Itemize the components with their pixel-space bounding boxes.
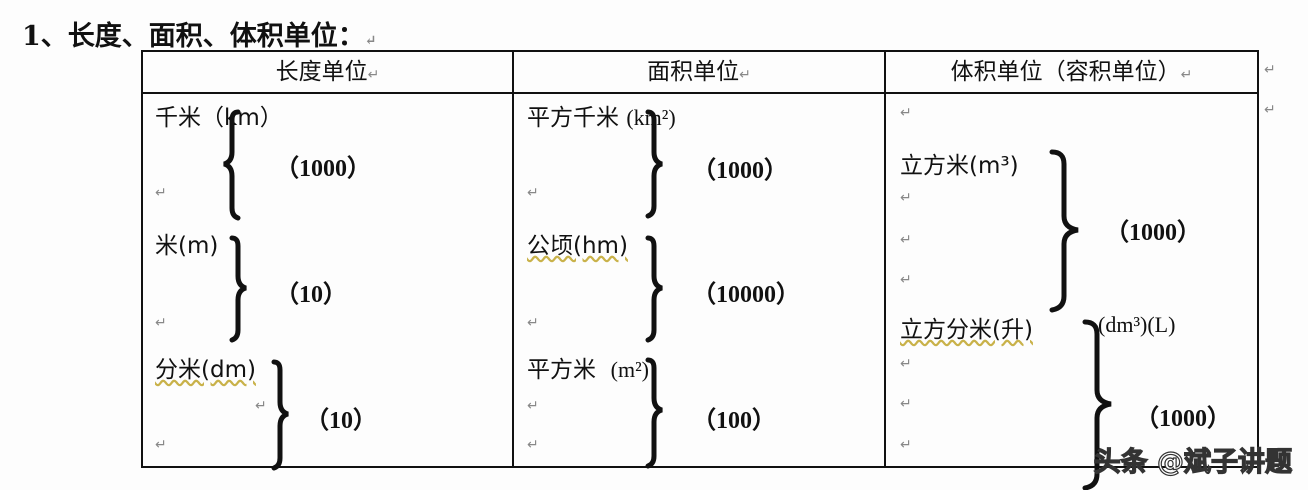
table-border-left [141, 50, 143, 468]
return-mark: ↵ [900, 190, 912, 206]
ratio-dm3: （1000） [1135, 406, 1231, 432]
brace-icon [1082, 319, 1112, 490]
unit-dm3: 立方分米(升) [900, 317, 1033, 343]
brace-icon [645, 235, 663, 343]
unit-km: 千米（km） [155, 105, 283, 131]
table-border-top [141, 50, 1259, 52]
return-mark: ↵ [900, 437, 912, 453]
table-header-divider [141, 92, 1259, 94]
table-border-bottom [141, 466, 1259, 468]
brace-icon [645, 109, 663, 219]
ratio-km2-hm: （1000） [692, 158, 788, 184]
return-mark: ↵ [255, 398, 267, 414]
brace-icon [223, 109, 241, 221]
unit-m3: 立方米(m³) [900, 153, 1019, 179]
return-mark: ↵ [155, 315, 167, 331]
unit-dm3-symbol: (dm³)(L) [1098, 312, 1176, 337]
section-title: 1、长度、面积、体积单位：↵ [22, 21, 377, 52]
return-mark: ↵ [1264, 62, 1276, 78]
ratio-m-dm: （10） [275, 282, 347, 308]
return-mark: ↵ [900, 232, 912, 248]
unit-m: 米(m) [155, 233, 219, 259]
return-mark: ↵ [527, 437, 539, 453]
unit-m2: 平方米 (m²) [527, 357, 649, 383]
return-mark: ↵ [900, 272, 912, 288]
ratio-hm-m2: （10000） [692, 282, 800, 308]
return-mark: ↵ [527, 315, 539, 331]
column-divider [884, 50, 886, 468]
return-mark: ↵ [527, 185, 539, 201]
header-length: 长度单位↵ [275, 59, 380, 85]
unit-dm: 分米(dm) [155, 357, 256, 383]
header-area: 面积单位↵ [647, 59, 751, 85]
return-mark: ↵ [155, 437, 167, 453]
brace-icon [271, 359, 289, 471]
return-mark: ↵ [900, 105, 912, 121]
ratio-m2: （100） [692, 408, 776, 434]
ratio-m3-dm3: （1000） [1105, 220, 1201, 246]
return-mark: ↵ [155, 185, 167, 201]
brace-icon [645, 357, 663, 469]
unit-hm: 公顷(hm) [527, 233, 628, 259]
table-border-right [1257, 50, 1259, 468]
return-mark: ↵ [1264, 102, 1276, 118]
watermark: 头条 @斌子讲题 [1093, 446, 1293, 478]
return-mark: ↵ [527, 398, 539, 414]
brace-icon [229, 235, 247, 343]
unit-km2: 平方千米 (km²) [527, 105, 676, 131]
return-mark: ↵ [900, 396, 912, 412]
column-divider [512, 50, 514, 468]
brace-icon [1049, 149, 1079, 313]
ratio-km-m: （1000） [275, 156, 371, 182]
header-volume: 体积单位（容积单位）↵ [950, 59, 1193, 85]
return-mark: ↵ [900, 356, 912, 372]
ratio-dm: （10） [305, 408, 377, 434]
